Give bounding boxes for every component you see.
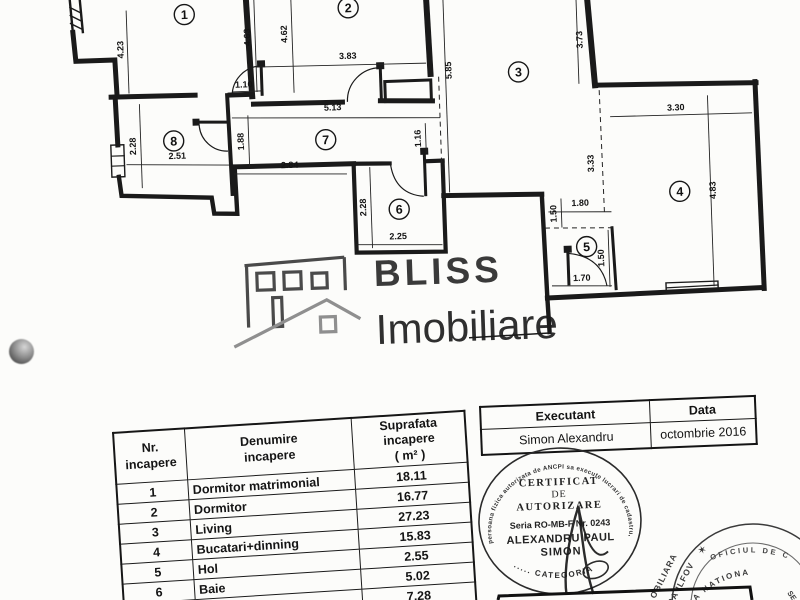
dimension-label: 1.88: [235, 133, 246, 151]
svg-text:7: 7: [322, 133, 329, 147]
room-number-label: 3: [507, 61, 530, 83]
svg-text:5: 5: [583, 240, 590, 254]
dimension-label: 2.28: [358, 198, 369, 216]
header-area: Suprafata incapere ( m² ): [351, 410, 468, 470]
stamp-title-line3: AUTORIZARE: [516, 500, 602, 514]
dimension-label: 1.16: [412, 130, 423, 148]
clipped-box-edge: [496, 585, 754, 600]
room-number-labels: 1 2 3 4 5 6 7 8: [162, 0, 691, 258]
signature: [564, 506, 609, 596]
room-area-table: Nr. incapere Denumire incapere Suprafata…: [112, 409, 478, 600]
stamp-categoria-text: ..... CATEGORIA: [512, 558, 595, 582]
dimension-label: 1.10: [235, 79, 253, 90]
dimension-label: 2.84: [281, 160, 299, 171]
area-table-cell: 6: [122, 579, 196, 600]
dimension-lines: [125, 0, 753, 287]
room-number-label: 2: [337, 0, 359, 19]
dimension-label: 1.50: [548, 205, 559, 223]
stamp-name-line1: ALEXANDRU PAUL: [506, 531, 615, 547]
dimension-label: 5.85: [443, 61, 454, 79]
dimension-label: 4.83: [707, 181, 718, 199]
dimension-label: 2.51: [168, 151, 186, 162]
header-nr: Nr. incapere: [113, 428, 188, 485]
dimension-label: 3.83: [339, 51, 357, 62]
dimension-label: 3.73: [574, 31, 585, 49]
dimension-label: 2.25: [389, 231, 407, 242]
dimension-label: 1.80: [571, 198, 589, 209]
agency-logo: BLISS Imobiliare: [226, 244, 590, 368]
stamp-name-line2: SIMON: [540, 545, 581, 558]
corner-stamp-edge-text: SE: [785, 589, 798, 600]
dimension-label: 2.28: [128, 137, 139, 155]
dimension-label: 4.23: [115, 41, 126, 59]
floor-plan-dashed-lines: [438, 76, 612, 229]
dimension-label: 1.50: [596, 249, 607, 267]
svg-text:4: 4: [676, 185, 683, 199]
room-number-label: 7: [315, 128, 337, 151]
room-number-label: 6: [388, 198, 410, 220]
scan-smudge-artifact: [9, 339, 34, 364]
corner-stamp-inner-text: OFICIUL DE C: [709, 545, 792, 562]
stamp-title-line1: CERTIFICAT: [519, 476, 599, 490]
certificate-stamp: persoana fizica autorizata de ANCPI sa e…: [473, 442, 642, 596]
data-value: octombrie 2016: [650, 418, 757, 449]
svg-text:1: 1: [181, 8, 188, 22]
stamp-seria: Seria RO-MB-F Nr. 0243: [510, 517, 611, 531]
svg-text:3: 3: [515, 65, 522, 79]
corner-stamp-star: ✶: [696, 543, 709, 557]
dimension-label: 5.13: [324, 102, 342, 113]
room-number-label: 8: [162, 130, 185, 152]
dimension-label: 3.33: [585, 155, 596, 173]
dimension-label: 4.62: [279, 25, 290, 43]
dimension-label: 3.30: [667, 102, 685, 113]
dimension-label: 4.63: [242, 28, 253, 46]
dimension-labels: 4.23 4.63 4.62 3.83 1.10 5.85 3.73 5.13 1.16 1.88…: [115, 25, 718, 284]
dimension-label: 1.70: [573, 273, 591, 284]
agency-logo-building-icon: [233, 255, 362, 349]
svg-text:8: 8: [170, 134, 177, 148]
floor-plan-drawing: 4.23 4.63 4.62 3.83 1.10 5.85 3.73 5.13 1.16 1.88…: [68, 0, 767, 339]
svg-text:6: 6: [396, 203, 403, 217]
room-number-label: 5: [575, 235, 598, 258]
stamp-title-line2: DE: [551, 489, 567, 501]
room-number-label: 4: [669, 180, 691, 203]
floor-plan-walls: [68, 0, 767, 339]
svg-text:2: 2: [344, 1, 351, 15]
room-number-label: 1: [173, 3, 195, 26]
